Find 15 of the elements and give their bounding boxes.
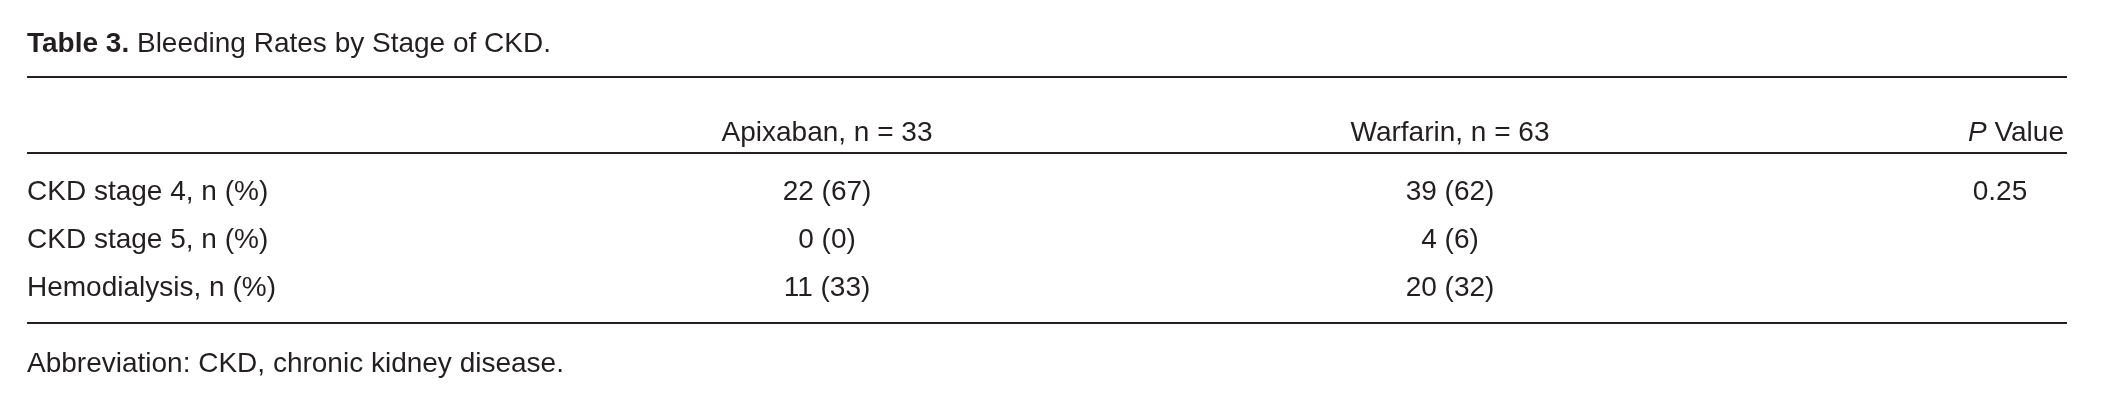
column-heading: P Value — [1968, 115, 2064, 149]
data-value: 0.25 — [1972, 174, 2028, 208]
data-value: 11 (33) — [783, 270, 871, 304]
data-value: 0 (0) — [798, 222, 856, 256]
column-heading: Warfarin, n = 63 — [1350, 115, 1550, 149]
row-heading: Hemodialysis, n (%) — [27, 270, 276, 304]
row-heading: CKD stage 4, n (%) — [27, 174, 269, 208]
table-title: Table 3. Bleeding Rates by Stage of CKD. — [27, 26, 551, 60]
column-heading: Apixaban, n = 33 — [721, 115, 933, 149]
data-value: 4 (6) — [1421, 222, 1479, 256]
data-value: 20 (32) — [1405, 270, 1495, 304]
data-value: 22 (67) — [782, 174, 872, 208]
data-value: 39 (62) — [1405, 174, 1495, 208]
table-footnote: Abbreviation: CKD, chronic kidney disease. — [27, 346, 564, 380]
row-heading: CKD stage 5, n (%) — [27, 222, 269, 256]
